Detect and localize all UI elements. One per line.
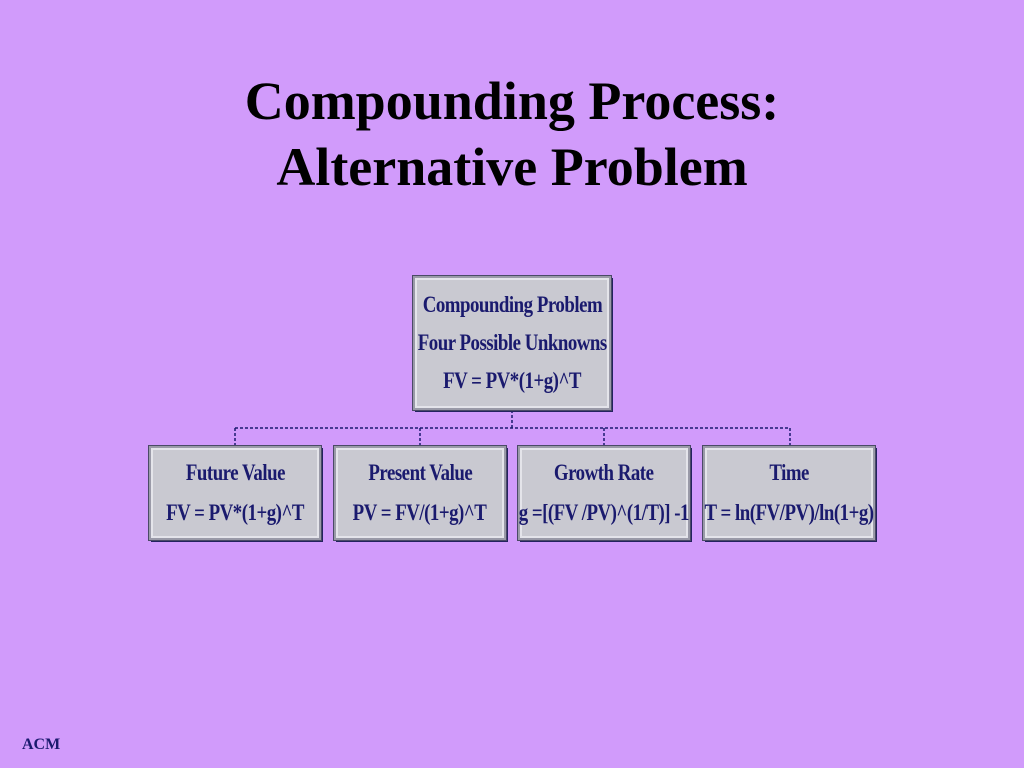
node-formula: PV = FV/(1+g)^T [353, 500, 487, 525]
node-title: Future Value [185, 460, 285, 485]
root-node-compounding-problem: Compounding Problem Four Possible Unknow… [412, 275, 612, 411]
node-growth-rate: Growth Rate g =[(FV /PV)^(1/T)] -1 [517, 445, 691, 541]
root-node-line-2: Four Possible Unknowns [417, 330, 607, 355]
title-line-1: Compounding Process: [244, 71, 780, 131]
slide-title: Compounding Process: Alternative Problem [0, 68, 1024, 200]
title-line-2: Alternative Problem [276, 137, 748, 197]
node-future-value: Future Value FV = PV*(1+g)^T [148, 445, 322, 541]
root-node-line-1: Compounding Problem [422, 292, 602, 317]
node-present-value: Present Value PV = FV/(1+g)^T [333, 445, 507, 541]
node-formula: FV = PV*(1+g)^T [166, 500, 304, 525]
node-title: Present Value [368, 460, 472, 485]
node-time: Time T = ln(FV/PV)/ln(1+g) [702, 445, 876, 541]
node-formula: g =[(FV /PV)^(1/T)] -1 [518, 500, 690, 525]
node-formula: T = ln(FV/PV)/ln(1+g) [704, 500, 874, 525]
footer-acm: ACM [22, 736, 61, 753]
node-title: Time [769, 460, 809, 485]
root-node-line-3: FV = PV*(1+g)^T [443, 368, 581, 393]
node-title: Growth Rate [554, 460, 654, 485]
